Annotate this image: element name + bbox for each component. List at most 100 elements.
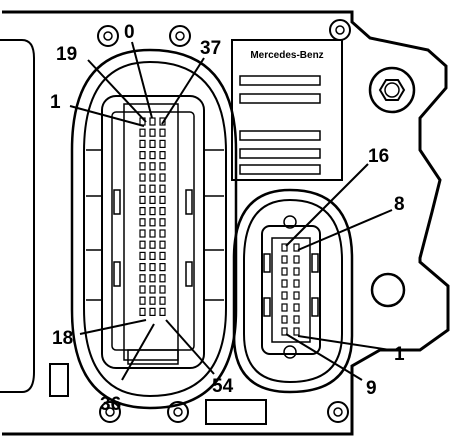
large-pin-cavity (139, 263, 146, 272)
large-pin-cavity (149, 195, 156, 204)
large-pin-cavity (159, 263, 166, 272)
small-pin-cavity (281, 279, 288, 288)
small-pin-cavity (293, 291, 300, 300)
large-pin-cavity (159, 296, 166, 305)
large-pin-cavity (149, 285, 156, 294)
large-pin-cavity (149, 173, 156, 182)
small-pin-cavity (281, 327, 288, 336)
mounting-screw-bottom-left (99, 401, 121, 423)
hex-bolt-icon (368, 66, 416, 114)
large-pin-cavity (159, 128, 166, 137)
brand-label: Mercedes-Benz (250, 50, 323, 61)
large-pin-cavity (149, 128, 156, 137)
large-pin-cavity (149, 274, 156, 283)
pin-label-16: 16 (368, 146, 389, 167)
small-pin-cavity (293, 255, 300, 264)
large-pin-cavity (139, 285, 146, 294)
housing-slot-bottom (205, 399, 267, 425)
large-pin-cavity (159, 117, 166, 126)
small-pin-cavity (293, 327, 300, 336)
large-pin-cavity (159, 285, 166, 294)
large-pin-cavity (149, 117, 156, 126)
large-pin-cavity (149, 229, 156, 238)
pin-label-0: 0 (124, 22, 135, 43)
mounting-screw-top-right (329, 19, 351, 41)
large-pin-cavity (149, 240, 156, 249)
large-pin-cavity (159, 162, 166, 171)
small-pin-cavity (281, 315, 288, 324)
large-pin-cavity (139, 128, 146, 137)
mounting-screw-top-left (97, 25, 119, 47)
small-pin-cavity (293, 267, 300, 276)
pin-label-19: 19 (56, 44, 77, 65)
leader-0 (131, 41, 153, 119)
large-connector-pin-rows (139, 117, 166, 316)
pin-label-1-small: 1 (394, 344, 405, 365)
large-connector-leaders (69, 41, 215, 381)
large-pin-cavity (149, 263, 156, 272)
large-pin-cavity (159, 218, 166, 227)
small-pin-cavity (281, 243, 288, 252)
leader-37 (161, 57, 205, 125)
large-pin-cavity (149, 251, 156, 260)
leader-1-small (297, 335, 391, 351)
large-pin-cavity (149, 162, 156, 171)
large-pin-cavity (149, 218, 156, 227)
small-connector-pin-rows (281, 243, 300, 336)
leader-16 (285, 163, 369, 247)
small-pin-cavity (281, 303, 288, 312)
leader-54 (165, 319, 215, 375)
leader-18 (79, 319, 147, 335)
large-pin-cavity (139, 195, 146, 204)
mounting-screw-bottom-right (327, 401, 349, 423)
large-pin-cavity (149, 307, 156, 316)
small-pin-cavity (281, 267, 288, 276)
large-pin-cavity (159, 207, 166, 216)
small-connector-leaders (285, 163, 393, 381)
large-pin-cavity (139, 229, 146, 238)
large-pin-cavity (159, 307, 166, 316)
small-pin-cavity (293, 315, 300, 324)
small-pin-cavity (293, 279, 300, 288)
pin-label-36: 36 (100, 394, 121, 415)
leader-8 (297, 209, 393, 251)
leader-1-large (69, 105, 145, 127)
large-pin-cavity (149, 151, 156, 160)
small-pin-cavity (293, 303, 300, 312)
small-connector (232, 188, 354, 394)
large-pin-cavity (139, 173, 146, 182)
large-pin-cavity (139, 274, 146, 283)
leader-9 (285, 333, 363, 381)
large-pin-cavity (159, 173, 166, 182)
large-pin-cavity (159, 274, 166, 283)
mounting-hole (370, 272, 406, 308)
mounting-screw-bottom-center (167, 401, 189, 423)
small-pin-cavity (281, 255, 288, 264)
large-pin-cavity (139, 251, 146, 260)
small-pin-cavity (293, 243, 300, 252)
large-pin-cavity (149, 296, 156, 305)
housing-slot-left (49, 363, 69, 397)
pin-label-1-large: 1 (50, 92, 61, 113)
large-pin-cavity (139, 240, 146, 249)
small-pin-cavity (281, 291, 288, 300)
large-pin-cavity (139, 207, 146, 216)
pin-labels: 19 0 37 1 18 36 54 16 8 1 9 (50, 22, 405, 415)
label-plate: Mercedes-Benz (231, 39, 343, 181)
large-pin-cavity (149, 139, 156, 148)
large-pin-cavity (139, 218, 146, 227)
pin-label-8: 8 (394, 194, 405, 215)
large-connector (70, 48, 238, 410)
mounting-screw-top-center (169, 25, 191, 47)
large-pin-cavity (139, 151, 146, 160)
leader-19 (87, 59, 147, 123)
pin-label-37: 37 (200, 38, 221, 59)
pin-label-18: 18 (52, 328, 73, 349)
large-pin-cavity (159, 151, 166, 160)
large-pin-cavity (149, 207, 156, 216)
large-pin-cavity (159, 195, 166, 204)
pin-label-9: 9 (366, 378, 377, 399)
large-pin-cavity (159, 251, 166, 260)
large-pin-cavity (159, 184, 166, 193)
